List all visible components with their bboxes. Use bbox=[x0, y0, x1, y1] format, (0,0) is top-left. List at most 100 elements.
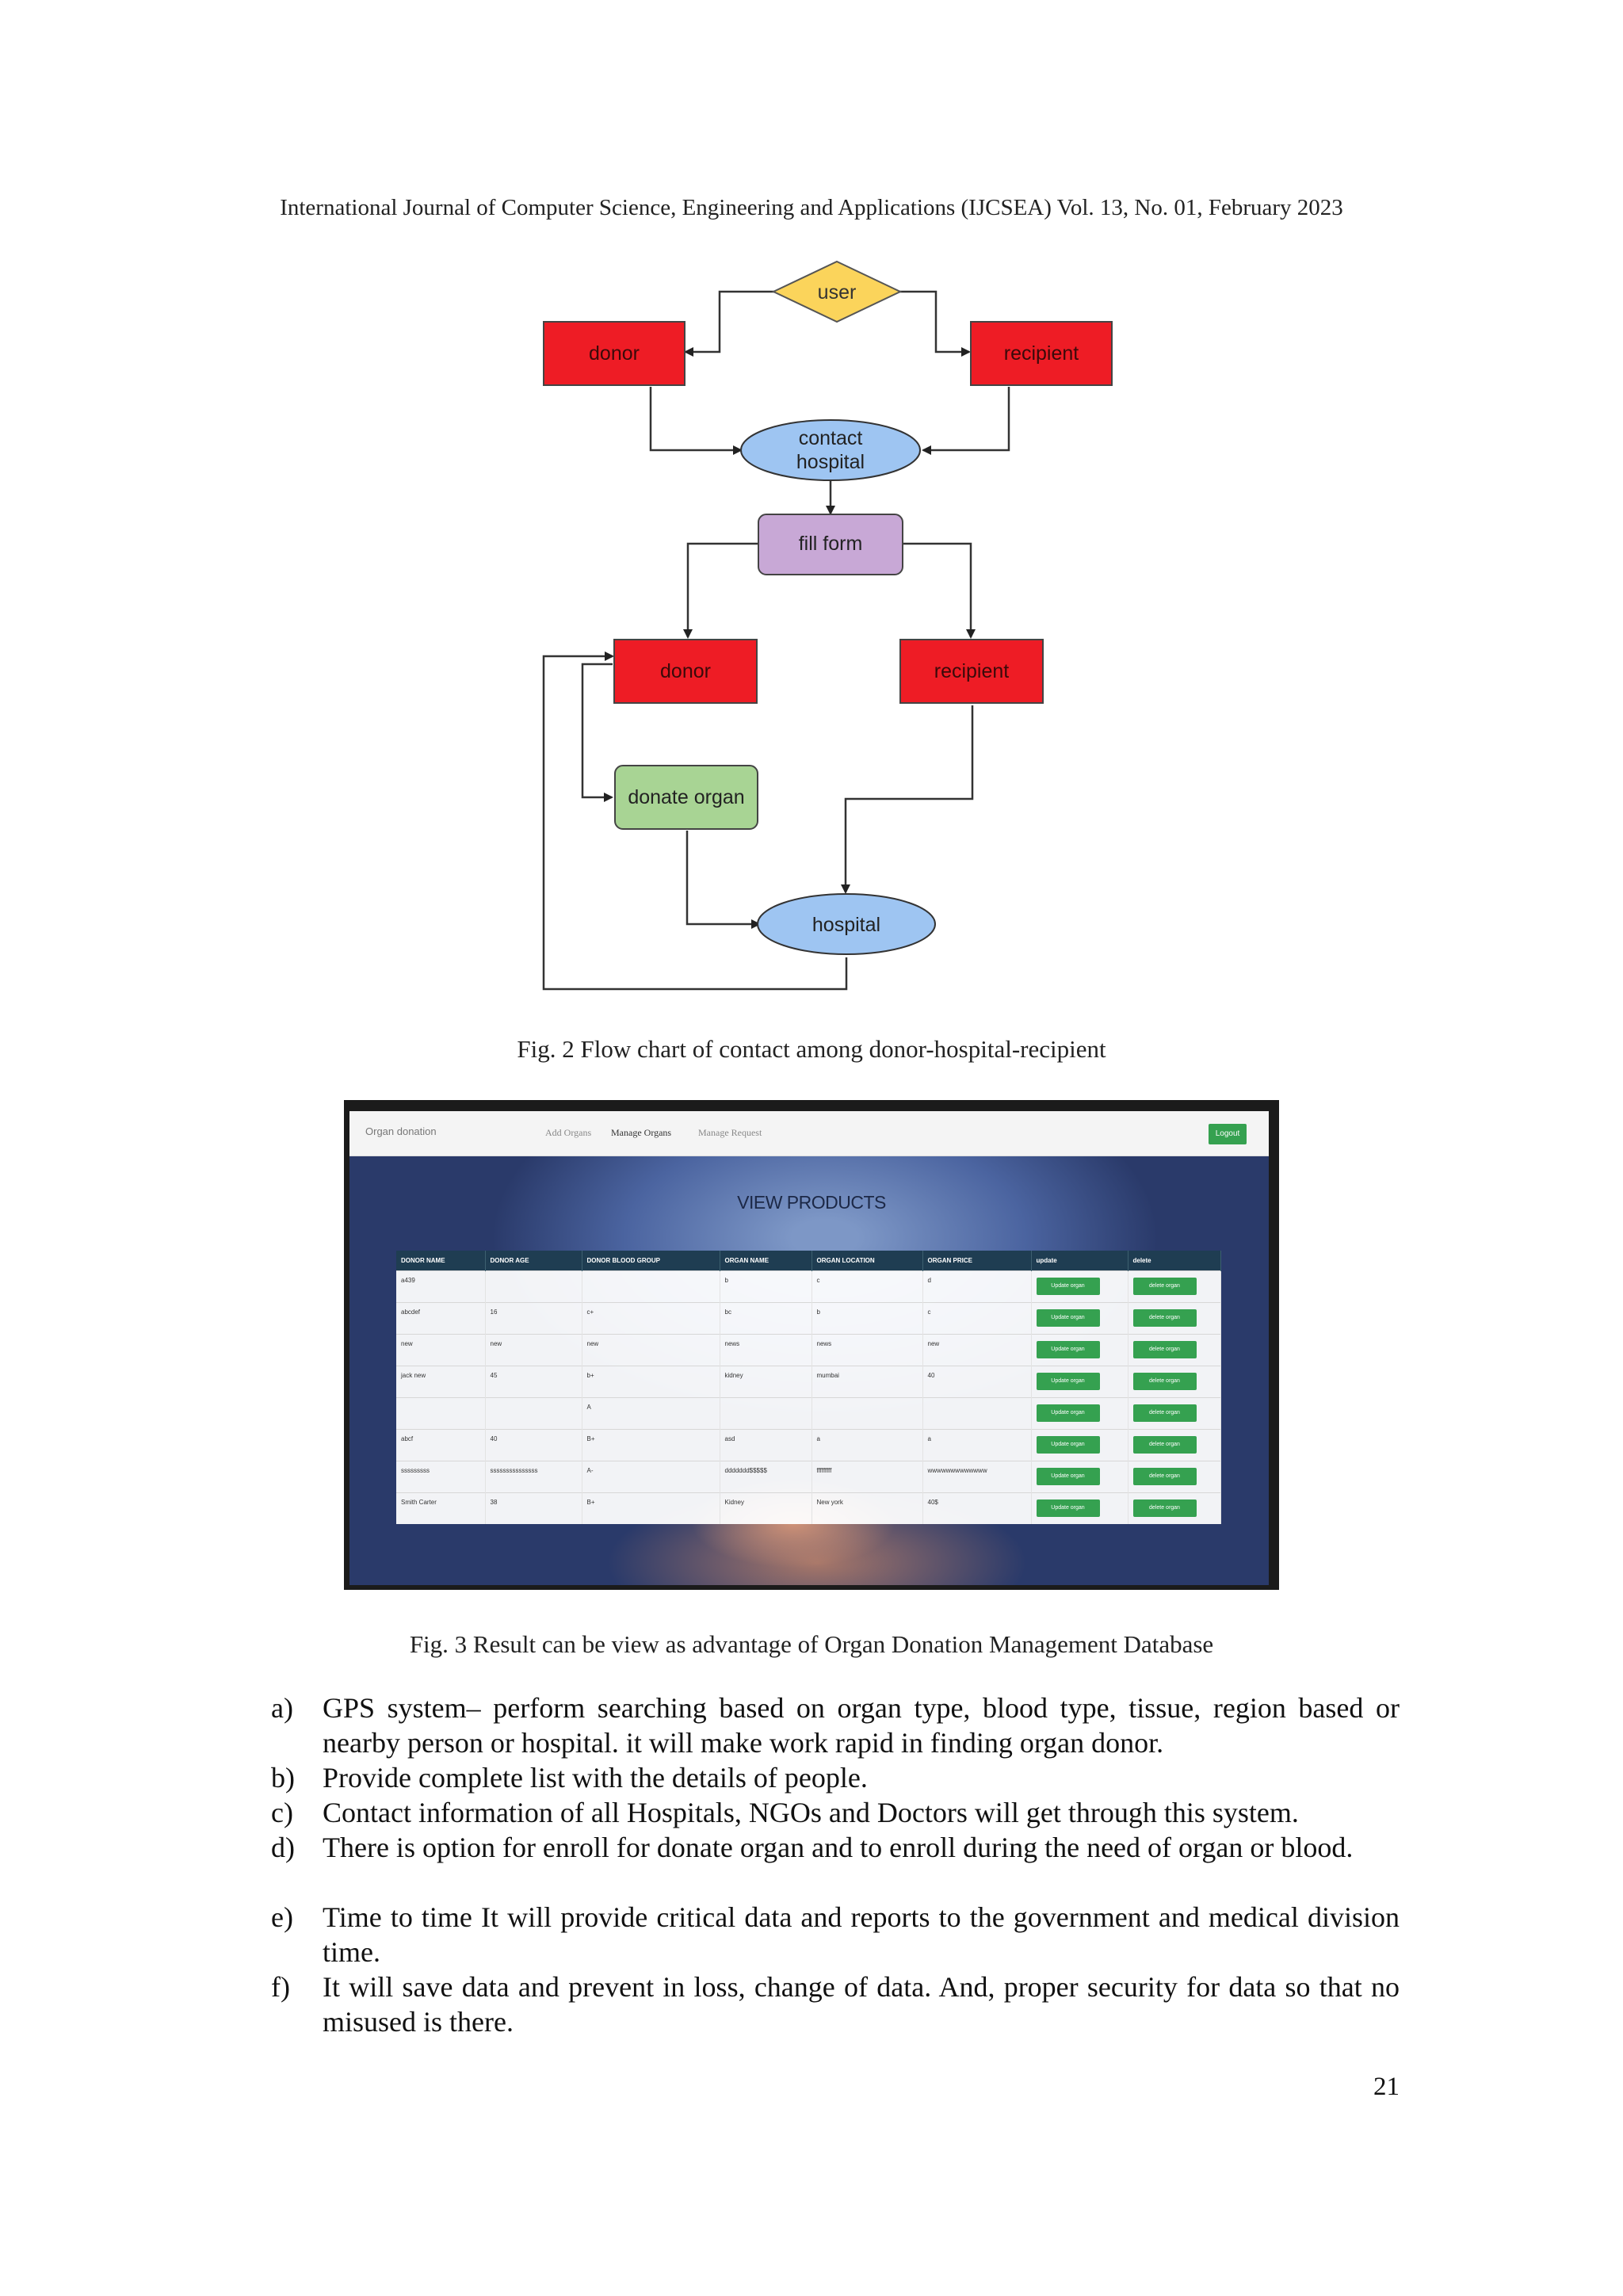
cell-value: 40 bbox=[490, 1435, 498, 1442]
update-cell: Update organ bbox=[1031, 1429, 1128, 1461]
table-cell bbox=[485, 1397, 582, 1430]
delete-cell: delete organ bbox=[1128, 1492, 1221, 1524]
app-navbar: Organ donation Add Organs Manage Organs … bbox=[349, 1111, 1269, 1156]
delete-organ-button[interactable]: delete organ bbox=[1132, 1404, 1197, 1422]
delete-organ-button[interactable]: delete organ bbox=[1132, 1373, 1197, 1390]
contact-label-line1: contact bbox=[799, 427, 863, 449]
table-cell: sssssssssssssss bbox=[485, 1461, 582, 1493]
table-cell: B+ bbox=[582, 1492, 720, 1524]
table-cell bbox=[720, 1397, 812, 1430]
cell-value: bc bbox=[724, 1308, 731, 1316]
cell-value: new bbox=[586, 1340, 599, 1347]
list-item-label: d) bbox=[271, 1832, 295, 1863]
donate-organ-node bbox=[614, 765, 758, 830]
nav-manage-request[interactable]: Manage Request bbox=[698, 1127, 762, 1138]
app-screenshot: Organ donation Add Organs Manage Organs … bbox=[344, 1100, 1279, 1590]
delete-cell: delete organ bbox=[1128, 1366, 1221, 1398]
update-organ-button[interactable]: Update organ bbox=[1036, 1278, 1100, 1295]
table-cell: abcdef bbox=[396, 1302, 486, 1335]
table-cell: 40 bbox=[922, 1366, 1032, 1398]
recipient-mid-label: recipient bbox=[934, 660, 1010, 682]
update-organ-button[interactable]: Update organ bbox=[1036, 1404, 1100, 1422]
column-header: DONOR NAME bbox=[396, 1251, 486, 1271]
table-cell: news bbox=[720, 1334, 812, 1366]
cell-value bbox=[725, 1398, 807, 1404]
logout-button[interactable]: Logout bbox=[1209, 1124, 1247, 1144]
table-cell bbox=[396, 1397, 486, 1430]
fill-form-label: fill form bbox=[799, 533, 863, 555]
table-cell: 40 bbox=[485, 1429, 582, 1461]
cell-value: new bbox=[401, 1340, 413, 1347]
arrow-recipient-to-hospital bbox=[841, 705, 974, 894]
arrow-donate-to-hospital bbox=[685, 831, 761, 929]
table-cell: a bbox=[922, 1429, 1032, 1461]
cell-value bbox=[491, 1398, 577, 1404]
table-cell: jack new bbox=[396, 1366, 486, 1398]
table-cell: 45 bbox=[485, 1366, 582, 1398]
nav-add-organs[interactable]: Add Organs bbox=[545, 1127, 592, 1138]
delete-organ-button[interactable]: delete organ bbox=[1132, 1436, 1197, 1454]
table-cell bbox=[582, 1270, 720, 1303]
table-cell: wwwwwwwwwwwww bbox=[922, 1461, 1032, 1493]
update-cell: Update organ bbox=[1031, 1492, 1128, 1524]
user-label: user bbox=[818, 281, 857, 304]
hospital-label: hospital bbox=[812, 914, 880, 936]
table-cell: bc bbox=[720, 1302, 812, 1335]
nav-manage-organs[interactable]: Manage Organs bbox=[611, 1127, 672, 1138]
view-products-title: VIEW PRODUCTS bbox=[737, 1192, 886, 1213]
cell-value: B+ bbox=[586, 1499, 595, 1506]
list-item-label: f) bbox=[271, 1971, 290, 2003]
donate-organ-label: donate organ bbox=[628, 786, 744, 808]
cell-value: 40 bbox=[927, 1372, 935, 1379]
donor-top-label: donor bbox=[589, 342, 640, 365]
list-item-label: a) bbox=[271, 1692, 293, 1724]
cell-value: abcf bbox=[401, 1435, 414, 1442]
update-organ-button[interactable]: Update organ bbox=[1036, 1499, 1100, 1517]
cell-value: abcdef bbox=[401, 1308, 421, 1316]
table-cell: c bbox=[922, 1302, 1032, 1335]
cell-value: a bbox=[816, 1435, 820, 1442]
table-cell: new bbox=[922, 1334, 1032, 1366]
delete-organ-button[interactable]: delete organ bbox=[1132, 1278, 1197, 1295]
update-cell: Update organ bbox=[1031, 1334, 1128, 1366]
table-cell: c+ bbox=[582, 1302, 720, 1335]
recipient-top-label: recipient bbox=[1004, 342, 1079, 365]
cell-value: jack new bbox=[401, 1372, 426, 1379]
table-cell: c bbox=[812, 1270, 923, 1303]
update-organ-button[interactable]: Update organ bbox=[1036, 1309, 1100, 1327]
table-cell: a bbox=[812, 1429, 923, 1461]
cell-value: 45 bbox=[490, 1372, 498, 1379]
donor-mid-label: donor bbox=[660, 660, 711, 682]
table-cell: abcf bbox=[396, 1429, 486, 1461]
delete-organ-button[interactable]: delete organ bbox=[1132, 1309, 1197, 1327]
user-node bbox=[771, 260, 903, 323]
list-item-text: There is option for enroll for donate or… bbox=[323, 1832, 1354, 1863]
delete-cell: delete organ bbox=[1128, 1429, 1221, 1461]
cell-value: c bbox=[927, 1308, 931, 1316]
column-header: DONOR BLOOD GROUP bbox=[582, 1251, 720, 1271]
fill-form-node bbox=[758, 514, 903, 575]
donor-top-node bbox=[543, 321, 685, 386]
table-cell: b bbox=[720, 1270, 812, 1303]
journal-header: International Journal of Computer Scienc… bbox=[280, 195, 1343, 220]
recipient-mid-node bbox=[899, 639, 1044, 704]
cell-value: a bbox=[927, 1435, 931, 1442]
app-brand[interactable]: Organ donation bbox=[365, 1125, 437, 1137]
delete-organ-button[interactable]: delete organ bbox=[1132, 1468, 1197, 1485]
cell-value: B+ bbox=[586, 1435, 595, 1442]
cell-value: d bbox=[927, 1277, 931, 1284]
delete-organ-button[interactable]: delete organ bbox=[1132, 1341, 1197, 1358]
update-organ-button[interactable]: Update organ bbox=[1036, 1468, 1100, 1485]
update-organ-button[interactable]: Update organ bbox=[1036, 1341, 1100, 1358]
update-organ-button[interactable]: Update organ bbox=[1036, 1373, 1100, 1390]
delete-cell: delete organ bbox=[1128, 1334, 1221, 1366]
table-cell bbox=[485, 1270, 582, 1303]
table-cell: kidney bbox=[720, 1366, 812, 1398]
delete-organ-button[interactable]: delete organ bbox=[1132, 1499, 1197, 1517]
update-organ-button[interactable]: Update organ bbox=[1036, 1436, 1100, 1454]
table-cell: new bbox=[582, 1334, 720, 1366]
